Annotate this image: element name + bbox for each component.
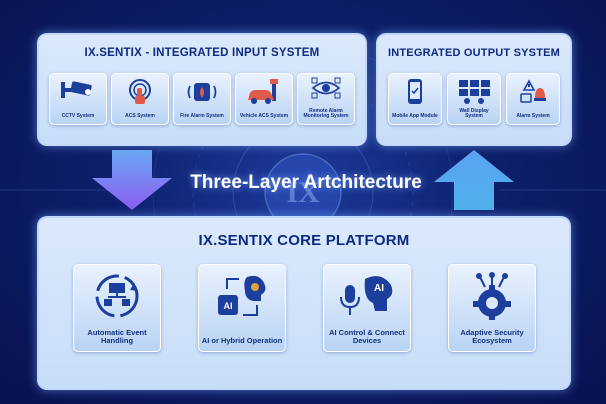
input-card-fire-alarm[interactable]: Fire Alarm System <box>173 73 231 125</box>
three-layer-title: Three-Layer Artchitecture <box>190 172 422 193</box>
eye-monitor-icon <box>311 77 341 99</box>
down-arrow-icon <box>92 150 172 210</box>
core-card-ai-hybrid[interactable]: AI AI or Hybrid Operation <box>198 264 286 352</box>
input-card-label: Remote Alarm Monitoring System <box>303 107 349 120</box>
gear-network-icon <box>473 272 511 320</box>
automation-cycle-icon <box>95 274 139 318</box>
core-card-automatic-event[interactable]: Automatic Event Handling <box>73 264 161 352</box>
input-system-title: IX.SENTIX - INTEGRATED INPUT SYSTEM <box>84 47 320 59</box>
output-card-label: Mobile App Module <box>392 113 438 120</box>
output-card-wall-display[interactable]: Wall Display System <box>447 73 501 125</box>
output-system-title: INTEGRATED OUTPUT SYSTEM <box>387 47 561 59</box>
input-system-panel: IX.SENTIX - INTEGRATED INPUT SYSTEM CCTV… <box>37 33 367 146</box>
fingerprint-access-icon <box>129 79 151 104</box>
output-card-mobile-app[interactable]: Mobile App Module <box>388 73 442 125</box>
alarm-siren-icon <box>520 79 546 103</box>
core-platform-panel: IX.SENTIX CORE PLATFORM Automatic Event … <box>37 216 571 390</box>
ai-brain-icon: AI <box>218 275 266 316</box>
output-card-alarm[interactable]: Alarm System <box>506 73 560 125</box>
wall-display-icon <box>459 80 490 104</box>
input-card-cctv[interactable]: CCTV System <box>49 73 107 125</box>
output-system-panel: INTEGRATED OUTPUT SYSTEM Mobile App Modu… <box>376 33 572 146</box>
input-card-label: Fire Alarm System <box>180 113 224 120</box>
core-card-label: Adaptive Security Ecosystem <box>460 327 524 346</box>
up-arrow-icon <box>434 150 514 210</box>
core-card-label: Automatic Event Handling <box>87 327 147 346</box>
input-card-label: ACS System <box>125 113 155 120</box>
input-card-remote-alarm[interactable]: Remote Alarm Monitoring System <box>297 73 355 125</box>
fire-alarm-icon <box>187 83 217 101</box>
svg-text:AI: AI <box>374 283 384 294</box>
core-card-adaptive-security[interactable]: Adaptive Security Ecosystem <box>448 264 536 352</box>
core-card-label: AI or Hybrid Operation <box>201 336 283 346</box>
svg-text:AI: AI <box>224 301 233 311</box>
core-card-label: AI Control & Connect Devices <box>329 327 405 346</box>
input-card-label: CCTV System <box>61 113 95 120</box>
input-card-acs[interactable]: ACS System <box>111 73 169 125</box>
cctv-camera-icon <box>61 81 92 98</box>
input-card-vehicle-acs[interactable]: Vehicle ACS System <box>235 73 293 125</box>
mobile-app-icon <box>408 79 422 104</box>
core-card-ai-control[interactable]: AI AI Control & Connect Devices <box>323 264 411 352</box>
input-card-label: Vehicle ACS System <box>239 113 289 120</box>
ai-voice-control-icon: AI <box>340 276 393 315</box>
core-platform-title: IX.SENTIX CORE PLATFORM <box>198 232 410 249</box>
vehicle-gate-icon <box>248 79 278 104</box>
output-card-label: Wall Display System <box>459 107 489 120</box>
output-card-label: Alarm System <box>516 113 550 120</box>
